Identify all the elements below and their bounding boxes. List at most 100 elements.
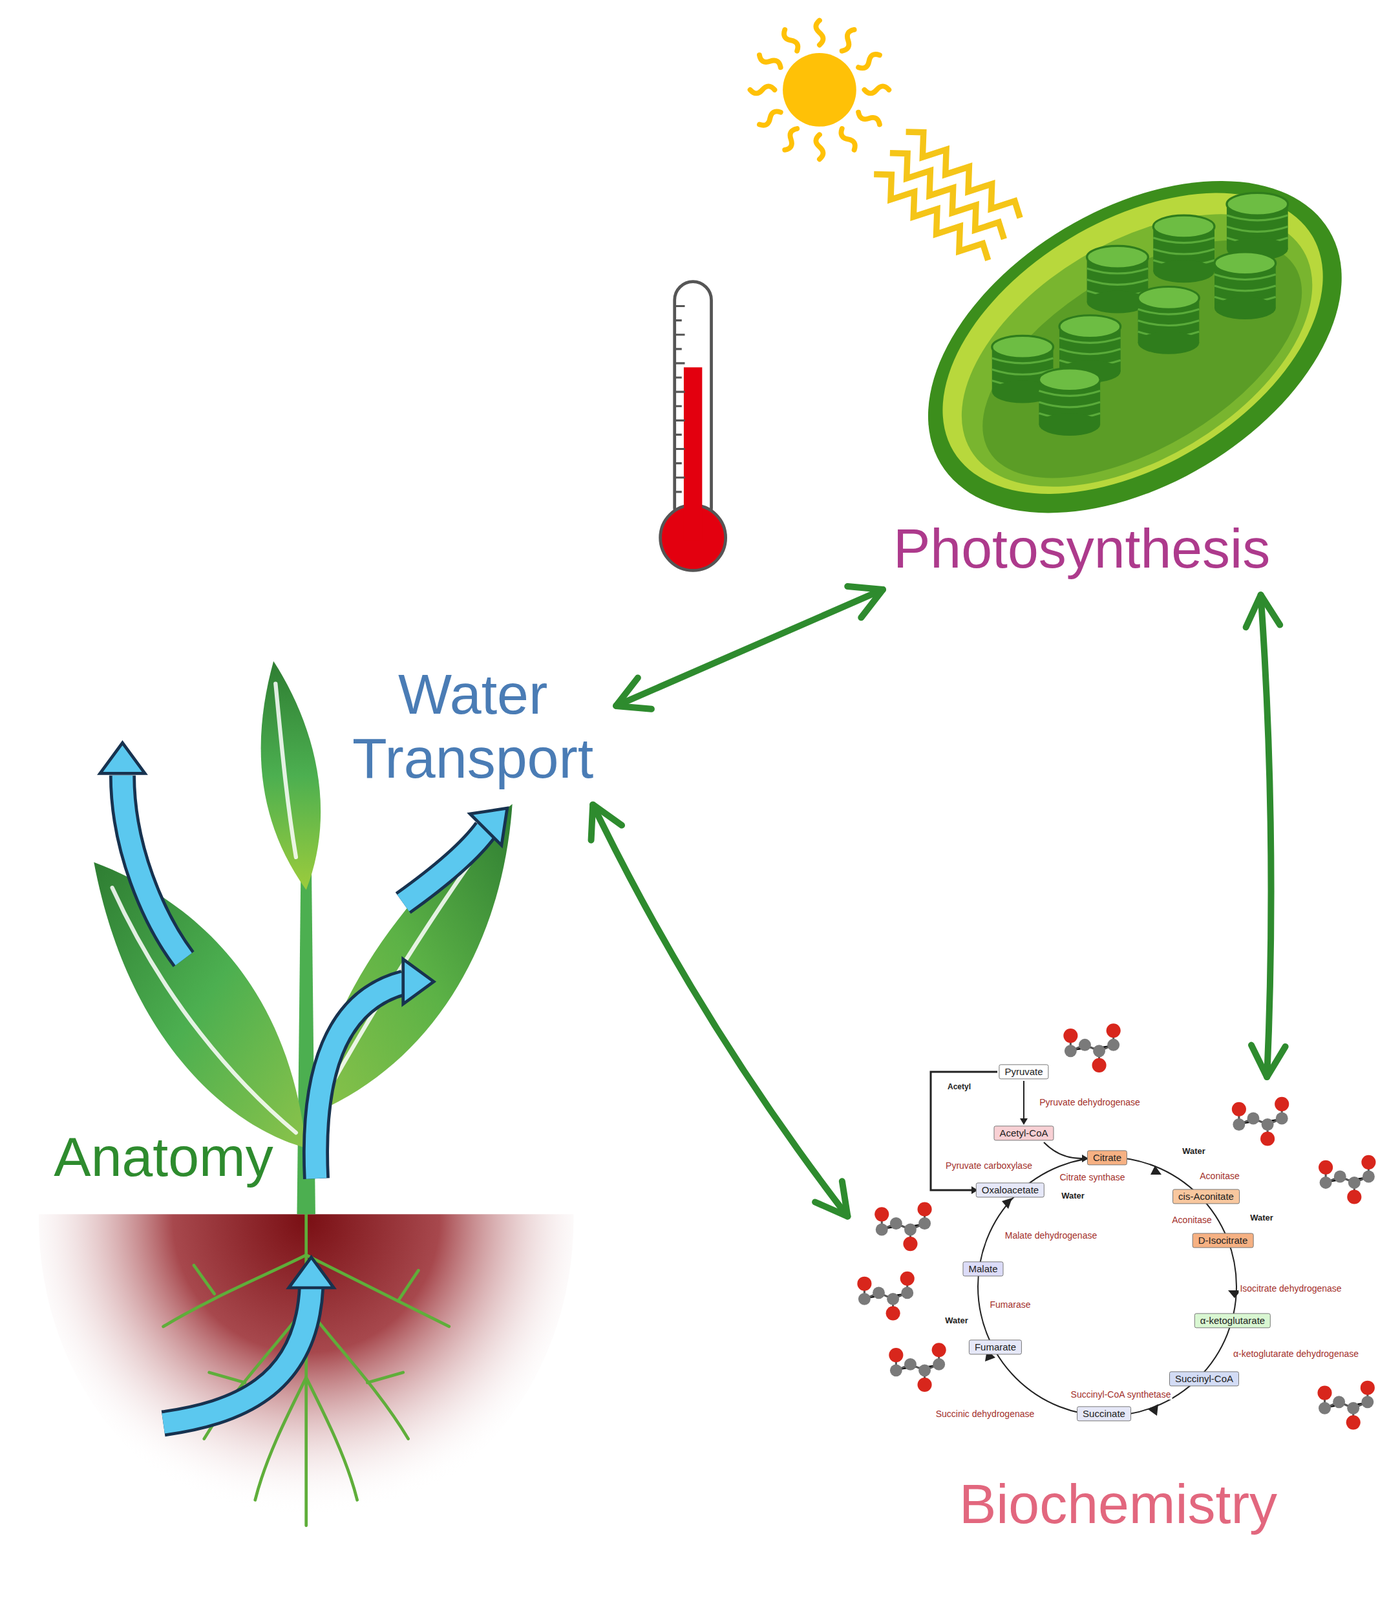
soil — [38, 1213, 574, 1525]
flow-arrow-outline — [122, 775, 184, 960]
thermometer — [660, 281, 726, 571]
metabolite-label: Malate — [962, 1261, 1004, 1276]
leaf-vein — [275, 683, 297, 858]
arrowhead-start — [591, 804, 622, 841]
enzyme-label: Succinic dehydrogenase — [934, 1408, 1037, 1419]
water-flow-arrows — [100, 742, 508, 1424]
sun-ray — [815, 134, 823, 160]
chloroplast-stroma — [915, 157, 1360, 543]
molecule — [874, 1201, 932, 1251]
enzyme-label: Malate dehydrogenase — [1003, 1229, 1099, 1241]
root — [306, 1254, 450, 1326]
leaf-vein — [112, 887, 297, 1133]
metabolite-label: Acetyl-CoA — [993, 1125, 1054, 1141]
sun-ray — [757, 51, 783, 71]
section-label: Anatomy — [53, 1124, 273, 1189]
enzyme-label: Fumarase — [988, 1299, 1032, 1310]
granum — [1138, 286, 1200, 355]
enzyme-label: Aconitase — [1198, 1170, 1241, 1181]
flow-arrow-head — [469, 807, 507, 845]
reactant-label: Water — [1180, 1146, 1207, 1157]
leaf — [261, 661, 322, 891]
molecule — [1318, 1155, 1376, 1205]
arrowhead-end — [1251, 1045, 1286, 1077]
metabolite-label: Pyruvate — [998, 1063, 1049, 1079]
molecule — [1317, 1380, 1375, 1430]
leaf — [93, 862, 306, 1148]
root — [306, 1305, 409, 1439]
reactant-label: Water — [943, 1315, 970, 1326]
arrowhead-end — [847, 586, 883, 618]
leaf — [311, 804, 513, 1115]
reaction-line — [1043, 1142, 1084, 1159]
flow-arrow-outline — [316, 982, 405, 1179]
flow-arrow-head — [288, 1257, 334, 1288]
reaction-arrowhead — [1019, 1118, 1028, 1125]
root — [306, 1377, 358, 1500]
flow-arrow — [403, 829, 487, 903]
enzyme-label: α-ketoglutarate dehydrogenase — [1231, 1348, 1360, 1359]
sun-ray — [757, 109, 783, 128]
light-ray — [868, 166, 995, 269]
metabolite-label: Oxaloacetate — [975, 1182, 1045, 1198]
chloroplast-inner — [943, 191, 1341, 527]
bidirectional-connector — [1261, 594, 1272, 1077]
arrowhead-start — [615, 677, 652, 709]
note-label: Acetyl — [947, 1082, 971, 1092]
flow-arrow — [316, 982, 405, 1179]
bidirectional-connector — [592, 804, 848, 1217]
granum — [1214, 252, 1276, 320]
sun-ray — [815, 20, 823, 46]
flow-arrow — [163, 1287, 312, 1424]
sun-ray — [838, 126, 858, 152]
granum — [1153, 215, 1215, 283]
cycle-arrowhead — [1001, 1197, 1013, 1209]
granum — [1226, 192, 1289, 260]
roots — [163, 1213, 450, 1525]
reaction-line — [930, 1071, 998, 1190]
bidirectional-connector — [615, 589, 883, 706]
reactant-label: Water — [1248, 1213, 1275, 1223]
enzyme-label: Aconitase — [1170, 1214, 1213, 1225]
sun-ray — [781, 27, 801, 53]
sun — [750, 20, 890, 160]
flow-arrow-outline — [403, 829, 487, 903]
metabolite-label: Succinate — [1076, 1405, 1132, 1421]
node-title: Photosynthesis — [893, 517, 1271, 580]
enzyme-label: Isocitrate dehydrogenase — [1238, 1282, 1343, 1294]
node-title: Biochemistry — [959, 1472, 1278, 1535]
arrowhead-end — [815, 1180, 848, 1216]
flow-arrow — [122, 775, 184, 960]
molecule — [857, 1271, 914, 1321]
process-label-node: Photosynthesis — [879, 510, 1285, 586]
light-rays — [868, 123, 1027, 269]
sun-disc — [782, 53, 857, 127]
metabolite-label: Citrate — [1087, 1149, 1128, 1165]
chloroplast-outer — [869, 112, 1389, 582]
molecule — [1231, 1096, 1289, 1146]
reaction-line — [1023, 1080, 1025, 1120]
metabolite-label: α-ketoglutarate — [1194, 1312, 1271, 1328]
node-title: Water Transport — [352, 662, 594, 790]
cycle-arrowhead — [1147, 1403, 1159, 1416]
sun-ray — [864, 85, 889, 94]
molecule — [1063, 1023, 1121, 1073]
sun-ray — [781, 126, 801, 152]
chloroplast — [869, 112, 1389, 582]
flow-arrow-head — [403, 959, 434, 1004]
thermometer-ticks — [674, 306, 686, 492]
root — [163, 1254, 307, 1326]
thermometer-mercury — [683, 367, 702, 541]
metabolite-label: Succinyl-CoA — [1169, 1370, 1240, 1386]
metabolite-label: Fumarate — [968, 1339, 1022, 1355]
sun-ray — [750, 85, 775, 94]
leaf-vein — [324, 821, 501, 1097]
enzyme-label: Pyruvate carboxylase — [944, 1160, 1034, 1171]
enzyme-label: Succinyl-CoA synthetase — [1069, 1389, 1173, 1400]
arrowhead-start — [1246, 594, 1281, 627]
metabolite-label: D-Isocitrate — [1192, 1232, 1254, 1248]
